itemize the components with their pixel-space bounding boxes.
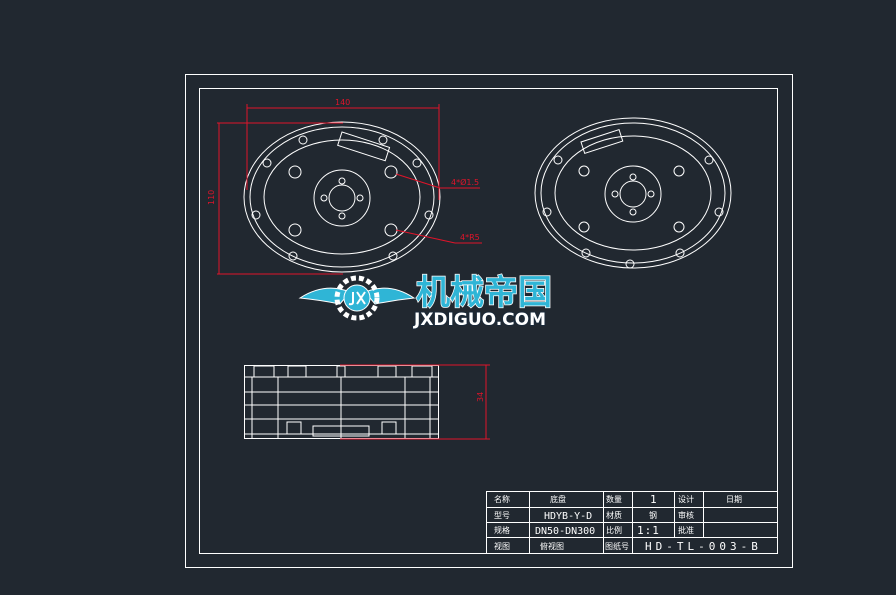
gear-icon [334, 275, 380, 321]
tb-label-scale: 比例 [606, 525, 622, 535]
wing-left-icon [298, 287, 351, 305]
dim-thickness: 34 [476, 392, 485, 402]
side-view: 34 [244, 364, 490, 440]
dim-width: 140 [335, 98, 350, 107]
tb-label-material: 材质 [606, 510, 622, 520]
dim-holes: 4*Ø1.5 [451, 177, 479, 187]
wing-right-icon [364, 287, 416, 305]
badge-icon [343, 284, 371, 312]
tb-label-qty: 数量 [606, 494, 622, 504]
dimensions-left: 140 110 4*Ø1.5 4*R5 [207, 98, 482, 275]
tb-value-model: HDYB-Y-D [544, 511, 592, 522]
tb-value-material: 钢 [649, 510, 657, 520]
tb-label-design: 设计 [678, 494, 694, 504]
tb-value-name: 底盘 [550, 494, 566, 504]
badge-mark-icon [348, 291, 366, 306]
tb-label-review: 审核 [678, 510, 694, 520]
title-block: 名称 底盘 数量 1 设计 日期 型号 HDYB-Y-D 材质 钢 审核 规格 … [486, 491, 778, 554]
watermark-logo: 机械帝国 JXDIGUO.COM [298, 272, 553, 331]
tb-value-spec: DN50-DN300 [535, 526, 595, 537]
dim-radius: 4*R5 [460, 233, 480, 242]
tb-label-approve: 批准 [678, 525, 694, 535]
tb-label-drawing-no: 图纸号 [605, 541, 629, 551]
tb-label-date: 日期 [726, 495, 742, 504]
logo-text-cn: 机械帝国 [416, 273, 552, 313]
tb-label-view: 视图 [494, 541, 510, 551]
tb-label-model: 型号 [494, 511, 510, 520]
tb-value-qty: 1 [650, 493, 658, 506]
tb-value-scale: 1:1 [637, 524, 660, 537]
logo-text-en: JXDIGUO.COM [413, 310, 546, 330]
plan-view-left [243, 121, 441, 273]
dim-height: 110 [207, 190, 216, 205]
outer-border [185, 74, 793, 568]
tb-label-spec: 规格 [494, 525, 510, 535]
tb-label-name: 名称 [494, 494, 510, 504]
tb-value-drawing-no: HD-TL-003-B [645, 540, 762, 553]
plan-view-right [534, 117, 732, 269]
tb-value-view: 俯视图 [540, 541, 564, 551]
